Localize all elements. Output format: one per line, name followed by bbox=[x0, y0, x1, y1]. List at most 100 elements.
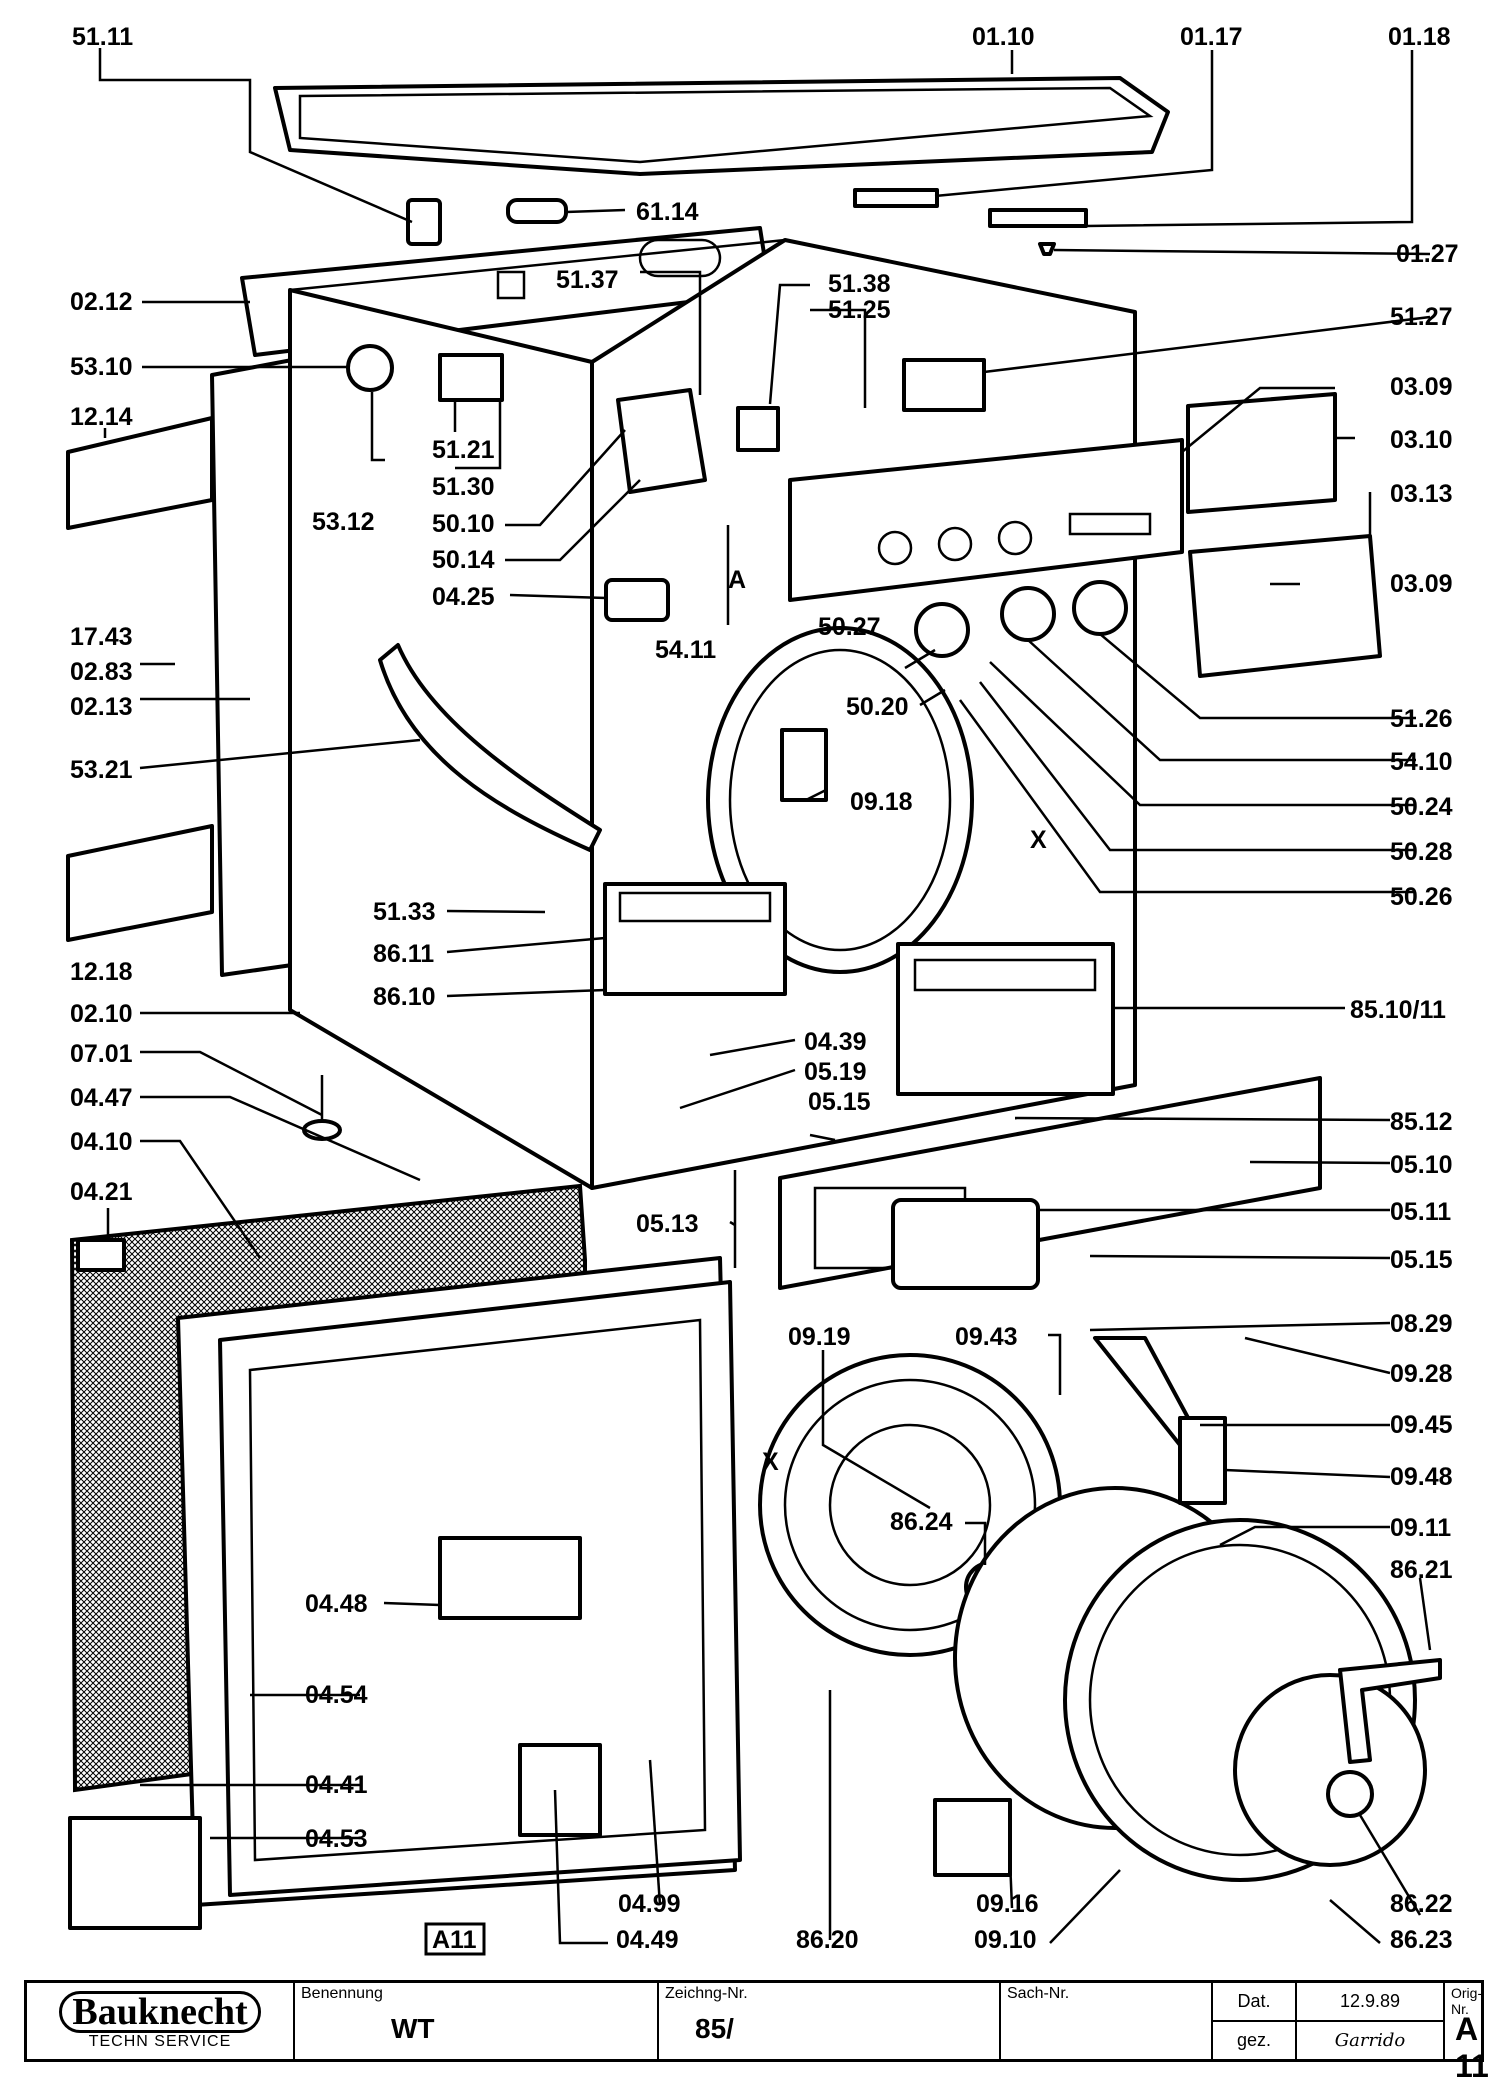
label-A: A bbox=[728, 566, 746, 594]
leader-lines bbox=[98, 48, 1432, 1945]
part-01-27 bbox=[1038, 242, 1056, 256]
label-04-41: 04.41 bbox=[305, 1771, 368, 1799]
dat-value: 12.9.89 bbox=[1339, 1991, 1401, 2011]
label-04-49: 04.49 bbox=[616, 1926, 679, 1954]
top-lid bbox=[273, 76, 1170, 176]
door-lock-09-18 bbox=[780, 728, 828, 802]
label-09-43: 09.43 bbox=[955, 1323, 1018, 1351]
brand-name: Bauknecht bbox=[59, 1991, 261, 2033]
label-04-48: 04.48 bbox=[305, 1590, 368, 1618]
part-51-11 bbox=[406, 198, 442, 246]
label-51-25: 51.25 bbox=[828, 296, 891, 324]
label-54-10: 54.10 bbox=[1390, 748, 1453, 776]
relay-51-21 bbox=[438, 353, 504, 402]
label-05-15-top: 05.15 bbox=[808, 1088, 871, 1116]
orig-cell: Orig-Nr. A 11 bbox=[1445, 1983, 1489, 2084]
heater-85-10 bbox=[896, 942, 1115, 1096]
brand-logo: Bauknecht TECHN SERVICE bbox=[27, 1983, 295, 2059]
label-03-09-top: 03.09 bbox=[1390, 373, 1453, 401]
part-04-49 bbox=[518, 1743, 602, 1837]
label-01-18: 01.18 bbox=[1388, 23, 1451, 51]
label-07-01: 07.01 bbox=[70, 1040, 133, 1068]
label-09-45: 09.45 bbox=[1390, 1411, 1453, 1439]
gez-caption: gez. bbox=[1213, 2022, 1297, 2059]
label-51-11: 51.11 bbox=[72, 23, 133, 51]
rail-12-18 bbox=[66, 824, 214, 942]
label-09-18: 09.18 bbox=[850, 788, 913, 816]
label-50-10: 50.10 bbox=[432, 510, 495, 538]
label-04-25: 04.25 bbox=[432, 583, 495, 611]
gez-value: Garrido bbox=[1334, 2030, 1406, 2051]
label-01-10: 01.10 bbox=[972, 23, 1035, 51]
part-01-18 bbox=[988, 208, 1088, 228]
label-86-10: 86.10 bbox=[373, 983, 436, 1011]
label-86-20: 86.20 bbox=[796, 1926, 859, 1954]
label-51-37: 51.37 bbox=[556, 266, 619, 294]
orig-caption: Orig-Nr. bbox=[1451, 1985, 1483, 2017]
label-04-21: 04.21 bbox=[70, 1178, 133, 1206]
label-17-43: 17.43 bbox=[70, 623, 133, 651]
part-09-16 bbox=[933, 1798, 1012, 1877]
sach-cell: Sach-Nr. bbox=[1001, 1983, 1213, 2059]
date-grid: Dat. 12.9.89 gez. Garrido bbox=[1213, 1983, 1445, 2059]
door-86-23 bbox=[1233, 1673, 1427, 1867]
label-61-14: 61.14 bbox=[636, 198, 699, 226]
knob-51-26 bbox=[1072, 580, 1128, 636]
label-01-27: 01.27 bbox=[1396, 240, 1459, 268]
side-panel bbox=[210, 358, 294, 977]
label-53-12: 53.12 bbox=[312, 508, 375, 536]
part-04-21 bbox=[76, 1238, 126, 1272]
label-85-12: 85.12 bbox=[1390, 1108, 1453, 1136]
knob-50-27 bbox=[914, 602, 970, 658]
label-50-14: 50.14 bbox=[432, 546, 495, 574]
label-50-24: 50.24 bbox=[1390, 793, 1453, 821]
pump-86-10 bbox=[603, 882, 787, 996]
label-50-20: 50.20 bbox=[846, 693, 909, 721]
detergent-box-04-53 bbox=[68, 1816, 202, 1930]
benennung-caption: Benennung bbox=[301, 1985, 383, 2002]
handle-86-21 bbox=[1338, 1658, 1442, 1764]
label-50-26: 50.26 bbox=[1390, 883, 1453, 911]
filter-04-25 bbox=[604, 578, 670, 622]
label-86-11: 86.11 bbox=[373, 940, 434, 968]
zeichnung-value: 85/ bbox=[695, 2013, 734, 2044]
label-04-47: 04.47 bbox=[70, 1084, 133, 1112]
pressure-switch-53-10 bbox=[346, 344, 394, 392]
control-panel bbox=[788, 438, 1184, 602]
rail-12-14 bbox=[66, 416, 214, 530]
callout-labels: 51.11 01.10 01.17 01.18 61.14 01.27 02.1… bbox=[70, 23, 1459, 1956]
label-51-30: 51.30 bbox=[432, 473, 495, 501]
label-05-15-bottom: 05.15 bbox=[1390, 1246, 1453, 1274]
label-03-13: 03.13 bbox=[1390, 480, 1453, 508]
sach-caption: Sach-Nr. bbox=[1007, 1985, 1070, 2002]
label-02-12: 02.12 bbox=[70, 288, 133, 316]
label-85-10-11: 85.10/11 bbox=[1350, 996, 1446, 1024]
switch-04-48 bbox=[438, 1536, 582, 1620]
label-X-bottom: X bbox=[762, 1448, 779, 1476]
label-04-54: 04.54 bbox=[305, 1681, 368, 1709]
label-86-22: 86.22 bbox=[1390, 1890, 1453, 1918]
label-51-27: 51.27 bbox=[1390, 303, 1453, 331]
label-51-33: 51.33 bbox=[373, 898, 436, 926]
title-block: Bauknecht TECHN SERVICE Benennung WT Zei… bbox=[24, 1980, 1489, 2084]
hinge-86-22 bbox=[1326, 1770, 1374, 1818]
label-04-10: 04.10 bbox=[70, 1128, 133, 1156]
label-53-10: 53.10 bbox=[70, 353, 133, 381]
label-A11-box: A11 bbox=[432, 1926, 477, 1954]
part-61-14 bbox=[506, 198, 568, 224]
label-50-27: 50.27 bbox=[818, 613, 881, 641]
panel-03-10 bbox=[1186, 392, 1337, 514]
label-51-26: 51.26 bbox=[1390, 705, 1453, 733]
benennung-value: WT bbox=[391, 2013, 435, 2044]
label-04-39: 04.39 bbox=[804, 1028, 867, 1056]
brand-subtitle: TECHN SERVICE bbox=[88, 2033, 232, 2050]
label-05-19: 05.19 bbox=[804, 1058, 867, 1086]
label-51-21: 51.21 bbox=[432, 436, 495, 464]
label-09-16: 09.16 bbox=[976, 1890, 1039, 1918]
label-09-28: 09.28 bbox=[1390, 1360, 1453, 1388]
label-03-10: 03.10 bbox=[1390, 426, 1453, 454]
label-02-10: 02.10 bbox=[70, 1000, 133, 1028]
part-01-17 bbox=[853, 188, 939, 208]
label-09-19: 09.19 bbox=[788, 1323, 851, 1351]
label-09-10: 09.10 bbox=[974, 1926, 1037, 1954]
